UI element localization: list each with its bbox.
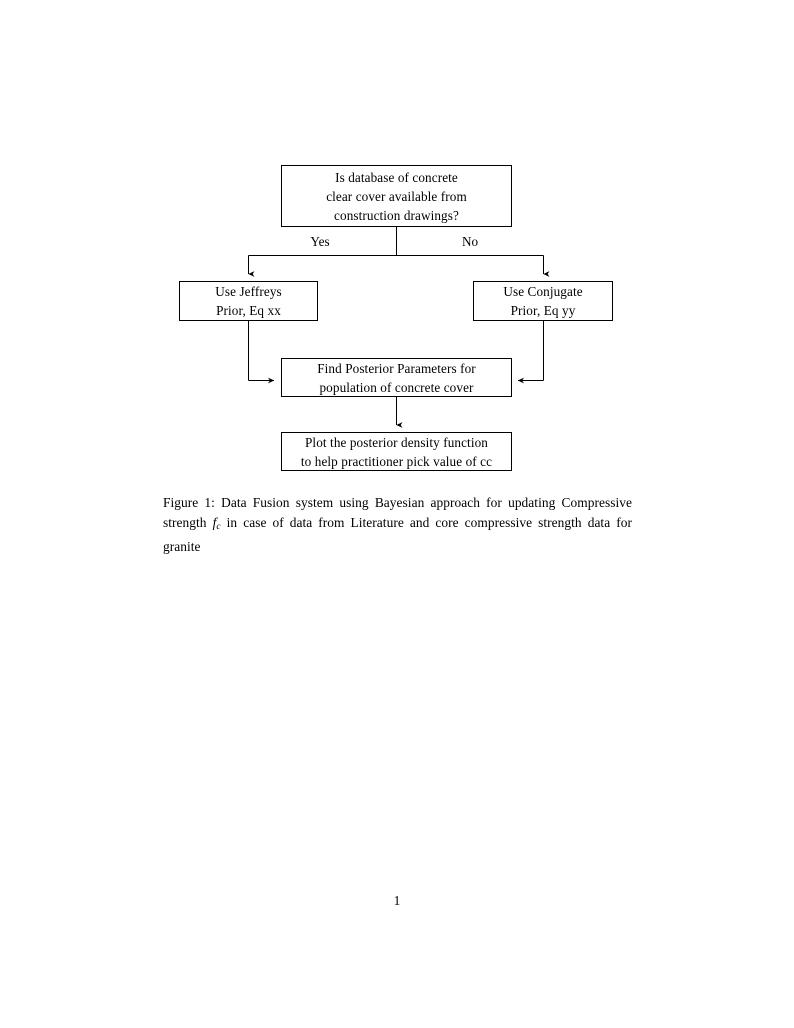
caption-symbol-fc-base: f: [212, 514, 217, 530]
figure-caption: Figure 1: Data Fusion system using Bayes…: [163, 493, 632, 557]
caption-part-2: in case of data from Literature and core…: [163, 514, 632, 555]
edge-label-yes: Yes: [310, 234, 330, 249]
node-question-line-2: clear cover available from: [326, 188, 467, 204]
node-plot-line-1: Plot the posterior density function: [305, 434, 488, 450]
flowchart-connectors: [247, 227, 550, 428]
caption-part-1: Data Fusion system using Bayesian approa…: [163, 495, 632, 530]
page-number: 1: [393, 893, 401, 908]
caption-label: Figure 1:: [163, 495, 215, 510]
flowchart-node-find-posterior[interactable]: Find Posterior Parameters for population…: [281, 358, 512, 397]
flowchart-node-jeffreys-prior[interactable]: Use Jeffreys Prior, Eq xx: [179, 281, 318, 321]
figure-flowchart: Is database of concrete clear cover avai…: [0, 0, 794, 490]
node-jeffreys-line-2: Prior, Eq xx: [216, 303, 281, 318]
node-posterior-line-2: population of concrete cover: [319, 379, 474, 395]
node-jeffreys-line-1: Use Jeffreys: [215, 284, 282, 299]
flowchart-node-question[interactable]: Is database of concrete clear cover avai…: [281, 165, 512, 227]
flowchart-node-conjugate-prior[interactable]: Use Conjugate Prior, Eq yy: [473, 281, 613, 321]
node-question-line-1: Is database of concrete: [335, 169, 458, 185]
caption-symbol-fc-subscript: c: [216, 521, 221, 532]
node-question-line-3: construction drawings?: [334, 207, 459, 223]
node-posterior-line-1: Find Posterior Parameters for: [317, 360, 476, 376]
flowchart-node-plot-density[interactable]: Plot the posterior density function to h…: [281, 432, 512, 471]
node-conjugate-line-1: Use Conjugate: [503, 284, 583, 299]
node-plot-line-2: to help practitioner pick value of cc: [300, 453, 493, 469]
node-conjugate-line-2: Prior, Eq yy: [510, 303, 576, 318]
edge-label-no: No: [461, 234, 479, 249]
